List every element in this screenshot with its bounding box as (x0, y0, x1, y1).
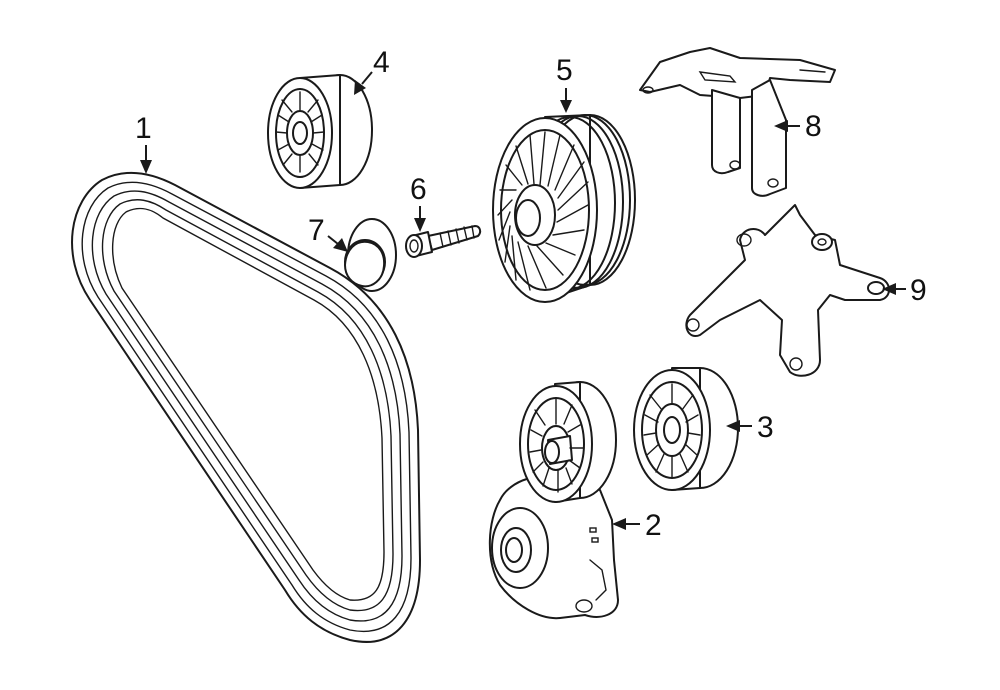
callout-1: 1 (135, 112, 152, 174)
callout-label-7: 7 (308, 214, 325, 247)
callout-4: 4 (354, 46, 390, 95)
idler-pulley-upper[interactable] (267, 74, 373, 189)
callout-label-5: 5 (556, 54, 573, 87)
callout-label-1: 1 (135, 112, 152, 145)
bolt[interactable] (405, 225, 482, 258)
callout-8: 8 (774, 110, 822, 143)
callout-label-8: 8 (805, 110, 822, 143)
callout-9: 9 (882, 274, 927, 307)
callout-5: 5 (556, 54, 573, 113)
belt-tensioner[interactable] (488, 381, 619, 620)
pulley-large[interactable] (492, 114, 636, 303)
idler-pulley-lower[interactable] (633, 367, 739, 491)
serpentine-belt[interactable] (71, 171, 421, 643)
bracket-mount[interactable] (685, 204, 890, 377)
callout-2: 2 (612, 509, 662, 542)
callout-label-9: 9 (910, 274, 927, 307)
dust-cap[interactable] (344, 218, 397, 292)
callout-label-4: 4 (373, 46, 390, 79)
bracket-upper[interactable] (639, 47, 836, 197)
callout-label-2: 2 (645, 509, 662, 542)
callout-label-3: 3 (757, 411, 774, 444)
callout-6: 6 (410, 173, 427, 232)
callout-3: 3 (726, 411, 774, 444)
callout-7: 7 (308, 214, 348, 252)
callout-label-6: 6 (410, 173, 427, 206)
